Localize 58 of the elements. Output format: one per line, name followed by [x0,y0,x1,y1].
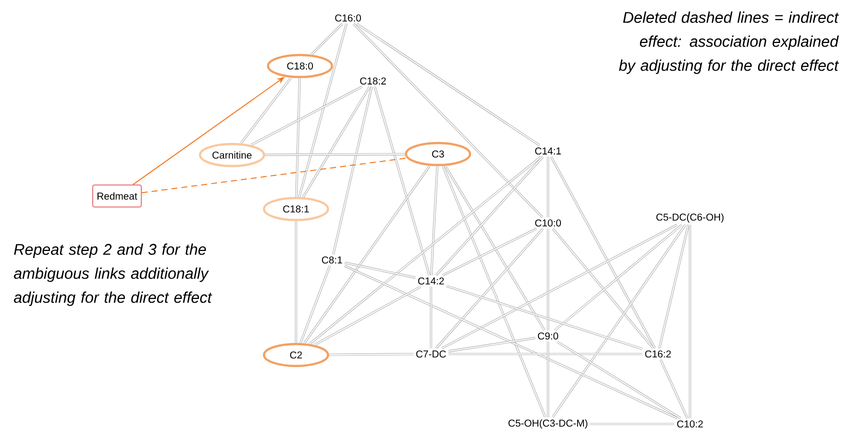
association-line [435,156,544,276]
association-line [310,23,344,56]
association-line [441,224,678,350]
association-line [430,166,438,276]
association-line [546,342,550,418]
metabolite-label: C18:2 [360,77,386,85]
metabolite-label: C16:0 [335,14,361,22]
association-line [442,228,537,276]
association-line [430,286,432,348]
association-line [552,228,654,349]
association-line [308,156,542,345]
metabolite-label: C16:2 [645,350,671,358]
association-line [590,422,674,426]
metabolite-label: C14:2 [418,277,444,285]
association-line [658,224,690,348]
association-line [660,359,688,419]
dashed-line [141,158,408,194]
association-line [240,77,292,144]
association-line [314,286,422,346]
metabolite-label: C5-OH(C3-DC-M) [508,419,588,429]
association-line [554,224,682,332]
association-line [442,166,546,418]
association-line [332,86,373,254]
association-line [435,228,544,349]
association-line [294,221,298,343]
association-line [344,264,678,420]
metabolite-label: C14:1 [535,147,561,155]
metabolite-label: C10:2 [677,420,703,428]
association-line [444,165,546,331]
association-line [446,284,643,350]
exposure-box: Redmeat [92,184,142,208]
association-line [300,265,331,344]
association-line [448,352,642,356]
metabolite-label: C10:0 [535,219,561,227]
metabolite-label: C7-DC [416,350,446,358]
association-line [295,78,301,197]
metabolite-label: C8:1 [322,256,342,264]
note-text: Deleted dashed lines = indirect effect: association explained by adjusting for the direct effect [619,12,839,74]
association-line [298,23,348,198]
association-line [265,153,405,156]
metabolite-label: C9:0 [538,332,558,340]
metabolite-label: C5-DC(C6-OH) [656,213,724,223]
association-line [546,156,550,218]
association-line [302,86,370,198]
association-line [552,224,686,418]
association-line [329,353,414,356]
association-line [556,340,682,420]
association-line [374,86,430,276]
association-line [344,262,416,279]
association-line [688,224,692,418]
association-line [352,23,544,218]
note-text: Repeat step 2 and 3 for the ambiguous links additionally adjusting for the direct effect [14,244,212,306]
association-line [303,165,431,344]
association-line [550,156,656,349]
association-line [356,22,540,146]
association-line [250,86,363,146]
association-line [546,228,550,330]
association-line [448,336,536,352]
